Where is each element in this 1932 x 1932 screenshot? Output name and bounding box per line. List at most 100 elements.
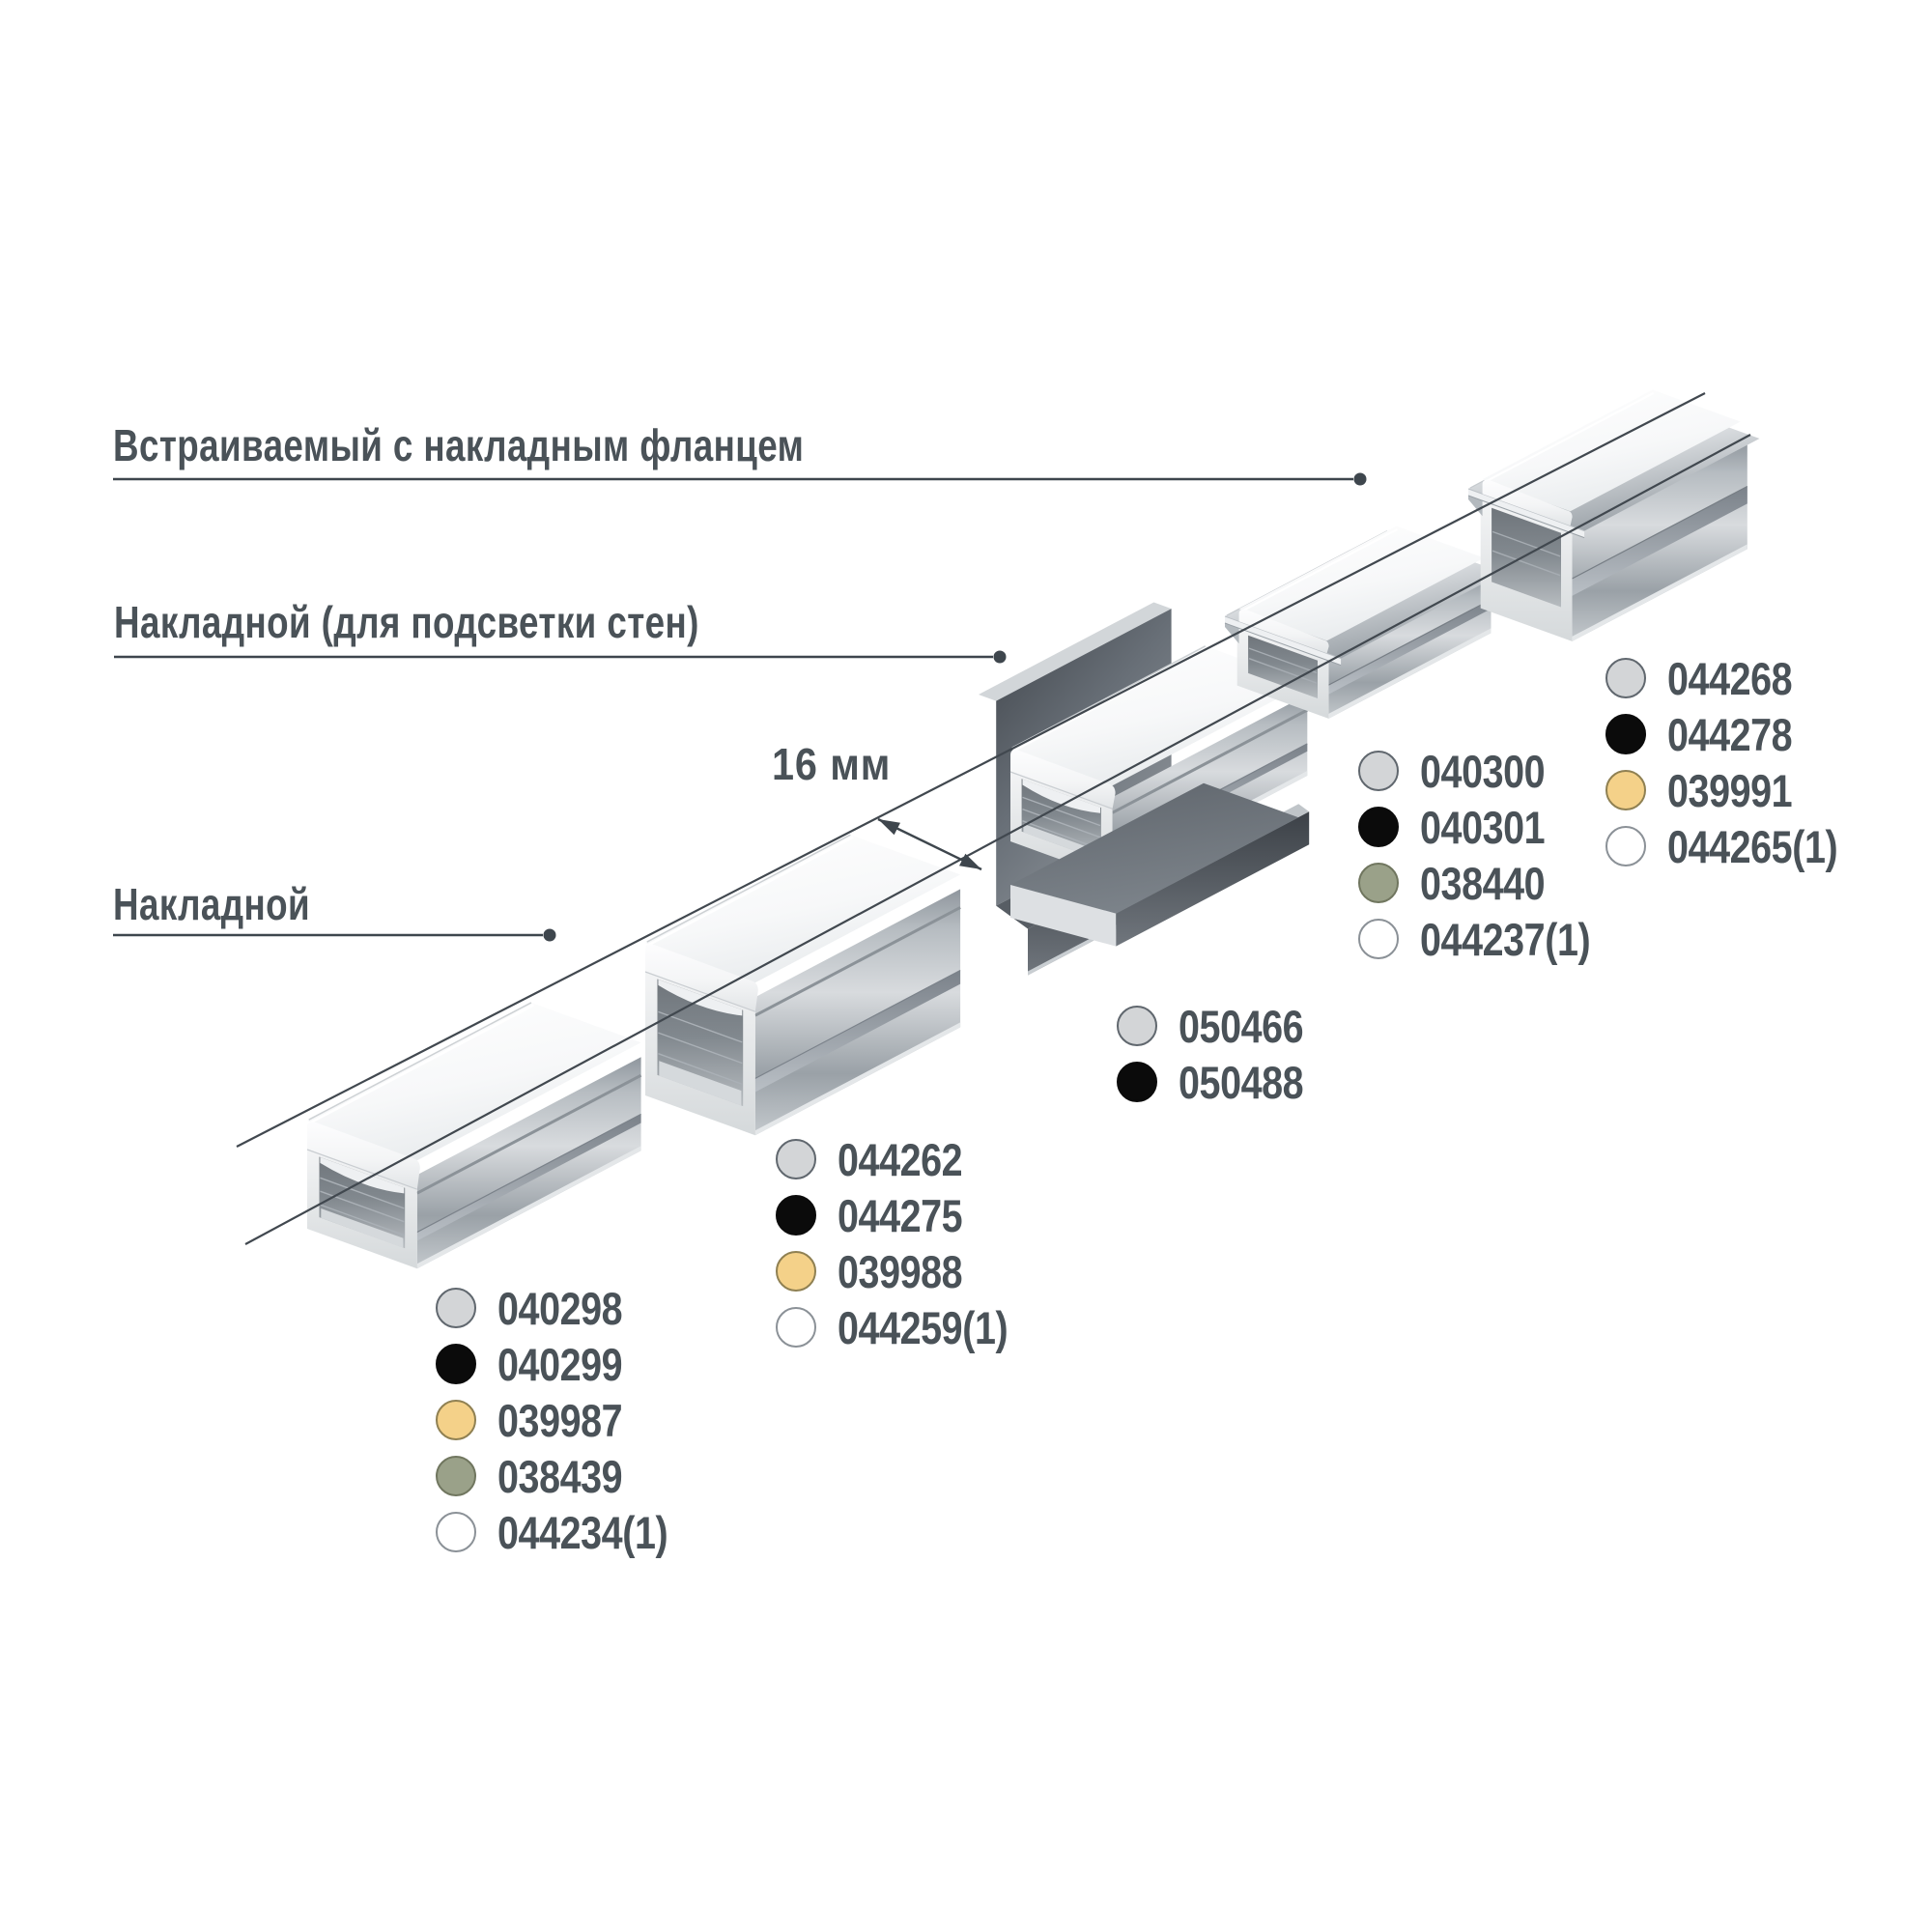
profile-2-side-bottom-edge: [754, 1022, 961, 1136]
color-dot-white: [776, 1307, 816, 1348]
article-code: 040300: [1420, 745, 1546, 797]
profile-2-cover-back-edge: [646, 834, 851, 943]
profile-5-rib-1: [1492, 550, 1561, 577]
color-dot-gray: [1358, 751, 1399, 791]
profile-2-side-groove: [754, 970, 961, 1093]
profile-4-rib-0: [1248, 647, 1318, 674]
article-row: 039987: [436, 1392, 700, 1448]
article-code: 044265(1): [1667, 820, 1838, 872]
article-row: 039988: [776, 1243, 1040, 1299]
article-code: 039988: [838, 1245, 963, 1297]
profile-2-cover-droop: [658, 979, 743, 1016]
dimension-arrowhead-right: [959, 853, 981, 869]
callout-label-wall: Накладной (для подсветки стен): [114, 597, 699, 647]
profile-3-channel-cover-top: [1010, 645, 1308, 786]
callout-2-dot: [993, 650, 1007, 664]
profile-2-cover-lip: [644, 971, 756, 1012]
profile-2-cover-face: [645, 944, 758, 1012]
profile-5-body-bottom-edge: [1572, 544, 1747, 641]
profile-4-cover-highlight: [1240, 528, 1398, 612]
profile-2-channel-floor: [659, 1061, 742, 1106]
profile-3-channel-cover-back-edge: [1011, 645, 1207, 749]
color-dot-yellow: [1605, 770, 1646, 810]
profile-4-under-flange-shadow: [1225, 623, 1239, 644]
article-code: 044262: [838, 1133, 963, 1185]
dimension-arrowhead-left: [878, 819, 900, 836]
profile-1-cover-back-edge: [308, 1002, 532, 1121]
profile-3-channel-cover-face: [1010, 750, 1116, 810]
color-dot-white: [1605, 826, 1646, 867]
color-dot-olive: [1358, 863, 1399, 903]
color-dot-gray: [436, 1288, 476, 1328]
article-row: 050466: [1117, 998, 1327, 1054]
profile-4-cover-top: [1238, 526, 1485, 641]
article-row: 040299: [436, 1336, 700, 1392]
article-code: 038440: [1420, 857, 1546, 909]
article-row: 038440: [1358, 855, 1623, 911]
profile-5-flange-edge: [1468, 489, 1585, 538]
article-group-1: 040298 040299 039987 038439 044234(1): [436, 1280, 700, 1560]
profile-5-cover-highlight: [1484, 392, 1655, 483]
article-code: 050466: [1179, 1000, 1304, 1052]
article-row: 044278: [1605, 706, 1870, 762]
profile-1-cover-lip: [306, 1149, 418, 1190]
article-code: 038439: [497, 1450, 623, 1502]
profile-1-side-face: [416, 1057, 641, 1269]
color-dot-white: [436, 1512, 476, 1552]
color-dot-gray: [1117, 1006, 1157, 1046]
profile-1-channel-floor: [321, 1208, 404, 1248]
article-code: 040298: [497, 1282, 623, 1334]
color-dot-black: [776, 1195, 816, 1236]
profile-1-cover-shadow-slot: [416, 1073, 642, 1195]
profile-2-cover-shadow-slot: [754, 906, 961, 1017]
callout-1-dot: [1353, 472, 1367, 486]
profile-1-rib-0: [320, 1177, 405, 1209]
axis-line-upper: [236, 392, 1706, 1148]
article-row: 044262: [776, 1131, 1040, 1187]
article-group-4: 040300 040301 038440 044237(1): [1358, 743, 1623, 967]
profile-1-cover-back-highlight: [309, 1004, 535, 1124]
profile-5-cover-face: [1482, 479, 1573, 526]
callout-3-dot: [543, 928, 556, 942]
profile-4-flange-edge-line: [1224, 615, 1342, 660]
article-code: 044278: [1667, 708, 1793, 760]
profile-3-channel-cover-shadow-slot: [1111, 708, 1308, 814]
profile-1-channel-interior: [319, 1156, 406, 1249]
profile-3-ledge-face: [1010, 885, 1117, 947]
article-code: 040301: [1420, 801, 1546, 853]
callout-label-surface: Накладной: [113, 879, 311, 929]
article-code: 040299: [497, 1338, 623, 1390]
article-row: 044259(1): [776, 1299, 1040, 1355]
profile-1-cover-droop: [320, 1156, 405, 1194]
profile-5-under-flange-shadow: [1468, 496, 1483, 517]
profile-2-cover-back-highlight: [647, 836, 854, 947]
article-code: 044237(1): [1420, 913, 1591, 965]
article-row: 038439: [436, 1448, 700, 1504]
profile-5-groove-line: [1572, 485, 1748, 580]
color-dot-black: [1605, 714, 1646, 754]
article-group-5: 044268 044278 039991 044265(1): [1605, 650, 1870, 874]
profile-1-cover-top: [307, 1002, 641, 1161]
profile-3-channel-rib-0: [1022, 796, 1101, 827]
article-code: 044234(1): [497, 1506, 668, 1558]
profile-3-channel-rib-1: [1022, 808, 1101, 838]
article-group-3: 050466 050488: [1117, 998, 1327, 1110]
profile-5-channel-interior: [1492, 507, 1561, 608]
article-row: 040301: [1358, 799, 1623, 855]
profile-4-channel-interior: [1248, 635, 1318, 698]
color-dot-yellow: [776, 1251, 816, 1292]
article-row: 044234(1): [436, 1504, 700, 1560]
article-code: 050488: [1179, 1056, 1304, 1108]
profile-2-cover-top: [645, 835, 961, 983]
profile-4-rib-1: [1248, 658, 1318, 684]
profile-2-rib-1: [658, 1032, 743, 1065]
article-row: 044237(1): [1358, 911, 1623, 967]
profile-1-groove-line: [416, 1113, 641, 1234]
profile-3-channel-channel-interior: [1021, 779, 1101, 861]
profile-1-rib-2: [320, 1204, 405, 1236]
article-row: 050488: [1117, 1054, 1327, 1110]
profile-5-rib-0: [1492, 530, 1561, 557]
profile-3-plate-top: [979, 602, 1172, 701]
annotation-lines: [113, 392, 1751, 1245]
profile-4-groove-line: [1328, 599, 1492, 686]
